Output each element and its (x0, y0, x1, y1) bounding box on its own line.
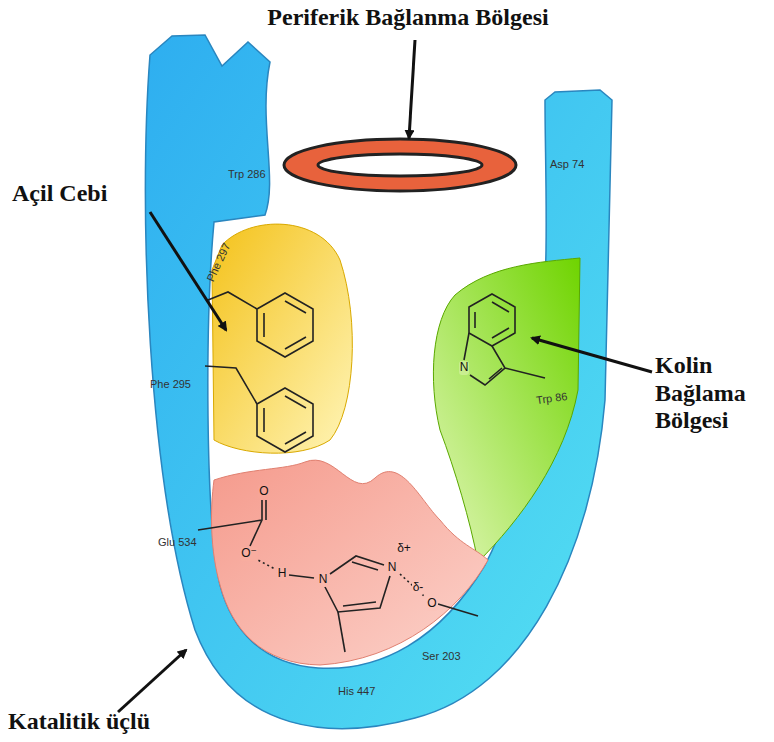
atom-label: N (459, 361, 470, 375)
catalytic-triad-structure (198, 500, 478, 652)
residue-label: Phe 295 (150, 378, 191, 391)
choline-binding-region (433, 258, 580, 562)
residue-label: His 447 (338, 685, 375, 698)
residue-label: Trp 286 (228, 168, 266, 181)
charge-label: δ+ (396, 542, 412, 556)
residue-label: Glu 534 (158, 536, 197, 549)
phenylalanine-rings (205, 292, 313, 452)
leader-arrows (118, 40, 652, 712)
acyl-pocket-region (212, 224, 352, 453)
charge-label: δ- (412, 581, 425, 595)
residue-label: Ser 203 (422, 650, 461, 663)
enzyme-gorge-wall (145, 35, 612, 729)
callout-title: Periferik Bağlanma Bölgesi (267, 4, 548, 32)
atom-label: O (258, 485, 269, 499)
callout-label: Açil Cebi (12, 180, 107, 208)
atom-label: O (426, 597, 437, 611)
catalytic-triad-region (212, 460, 488, 665)
callout-label: Kolin Bağlama Bölgesi (655, 352, 770, 435)
peripheral-site-hole (318, 154, 482, 176)
residue-label: Asp 74 (550, 158, 584, 171)
atom-label: N (318, 573, 329, 587)
callout-label: Katalitik üçlü (8, 708, 150, 736)
peripheral-site-ring (284, 139, 516, 191)
atom-label: N (387, 561, 398, 575)
atom-label: H (277, 567, 288, 581)
atom-label: O⁻ (240, 547, 258, 561)
